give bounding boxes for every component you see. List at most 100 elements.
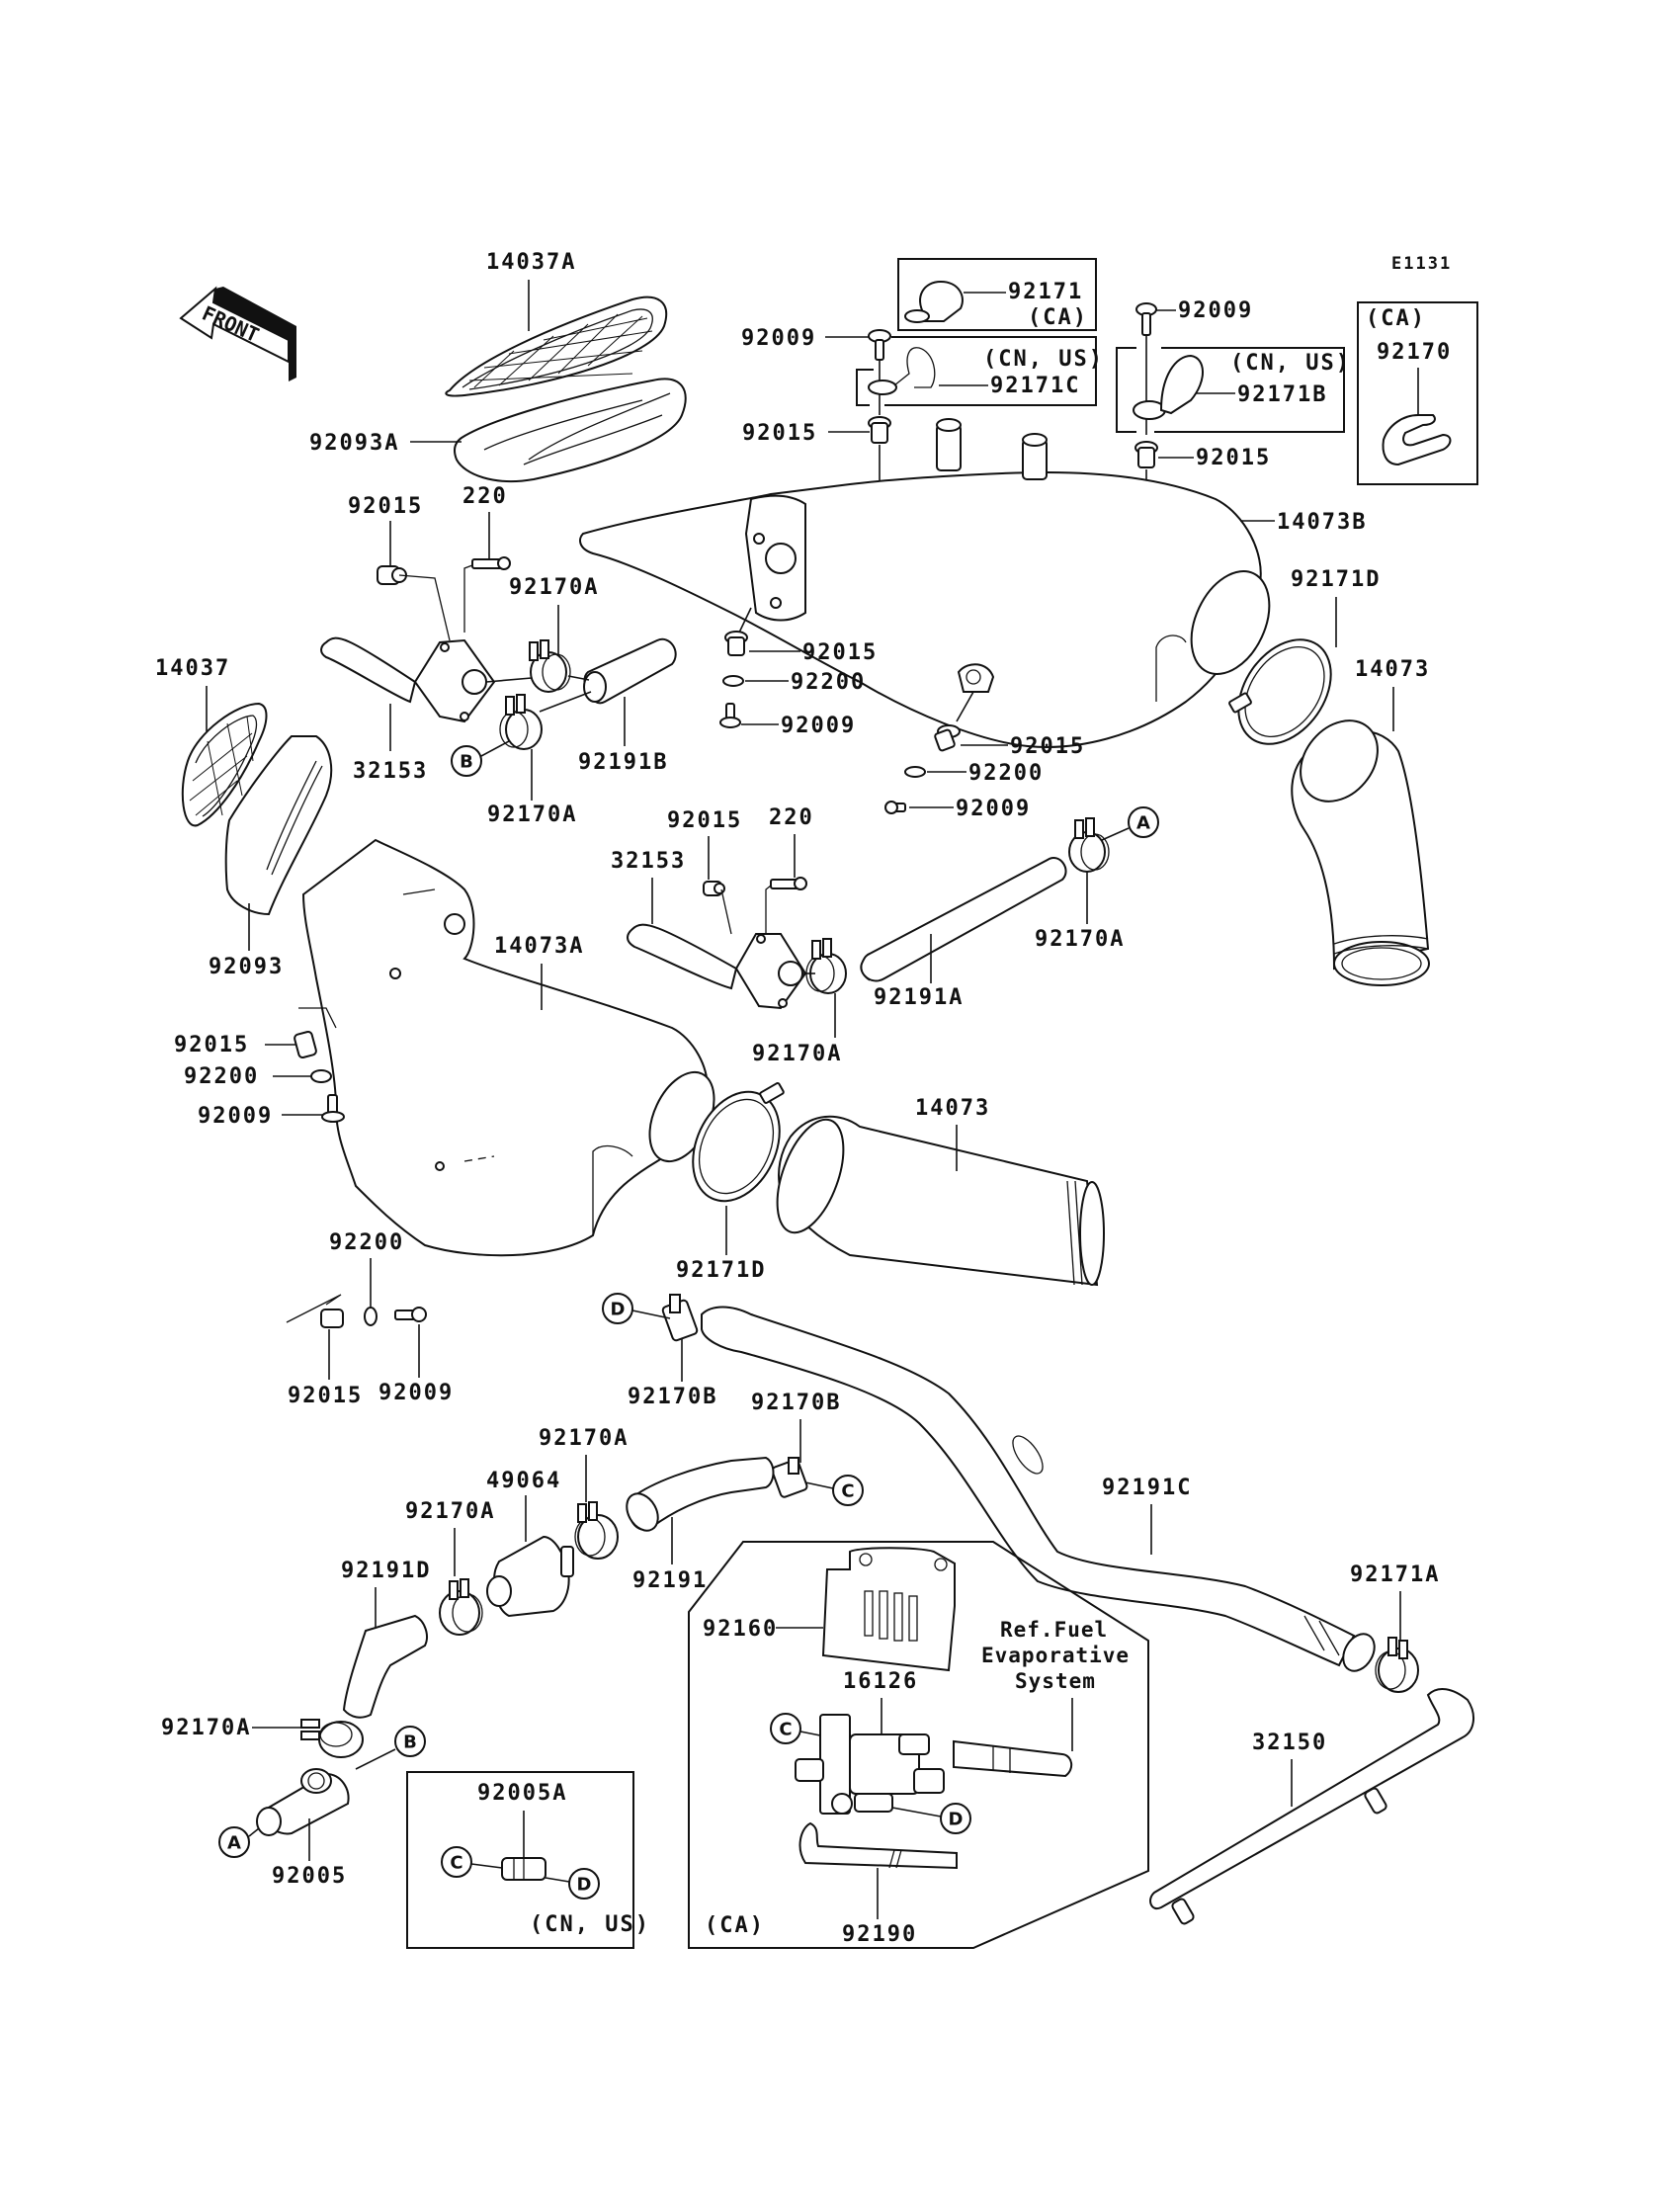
inset-92170-ca [1357,301,1478,485]
label-92171A: 92171A [1350,1563,1440,1587]
part-92009-screw-f[interactable] [884,801,906,814]
part-14037-screen[interactable] [181,702,268,827]
part-92015-grommet-b[interactable] [294,1030,317,1059]
connector-B-b: B [394,1726,426,1757]
part-32153-pipe-b[interactable] [627,923,807,1010]
part-220-bolt-a[interactable] [471,556,511,570]
part-14073A-duct[interactable] [301,838,727,1257]
part-92015-grommet-f[interactable] [724,631,748,656]
part-92009-screw-b[interactable] [394,1307,427,1322]
label-92093: 92093 [209,955,284,979]
label-92191: 92191 [632,1568,708,1593]
part-92191C-hose[interactable] [701,1306,1381,1677]
part-92170A-clamp-b[interactable] [499,694,543,750]
part-92005-joint[interactable] [256,1768,350,1836]
label-92170: 92170 [1377,340,1452,365]
label-92200-c: 92200 [791,670,866,695]
part-92015-grommet-h[interactable] [703,881,725,896]
part-14073B-duct[interactable] [579,418,1285,748]
part-92191-hose[interactable] [621,1456,775,1536]
part-92009-screw-e[interactable] [719,703,741,728]
label-92009-d: 92009 [1178,298,1253,323]
part-92093A-duct[interactable] [453,378,687,483]
part-92191A-hose[interactable] [860,857,1067,982]
part-92200-washer-a[interactable] [310,1069,332,1083]
part-92170B-clamp-b[interactable] [771,1457,808,1498]
part-92170A-clamp-e[interactable] [574,1501,619,1560]
connector-D-b: D [568,1868,600,1900]
label-14073-b: 14073 [915,1096,990,1121]
label-92170A-g: 92170A [161,1716,251,1740]
label-220-a: 220 [462,484,508,509]
part-92005A-joint[interactable] [501,1857,546,1881]
label-92015-h: 92015 [667,808,742,833]
part-49064-filter[interactable] [486,1535,574,1618]
label-49064: 49064 [486,1469,561,1493]
part-14073-tube-a[interactable] [1285,706,1430,986]
label-92170A-f: 92170A [405,1499,495,1524]
part-92170-clip[interactable] [1382,414,1452,466]
part-92170A-clamp-d[interactable] [1068,817,1110,873]
label-92171B: 92171B [1237,382,1327,407]
connector-D-a: D [602,1293,633,1324]
inset-92005A [406,1771,634,1949]
connector-A-a: A [1128,806,1159,838]
svg-text:C: C [841,1481,854,1502]
part-92015-grommet-e[interactable] [1134,441,1158,468]
svg-text:B: B [403,1732,417,1753]
part-92171D-band-a[interactable] [1219,623,1350,762]
part-92009-screw-d[interactable] [1135,302,1157,336]
region-ca-valve: (CA) [705,1913,765,1938]
part-92093-duct[interactable] [224,735,333,916]
part-ref-evap-hose [953,1739,1073,1778]
connector-B-a: B [451,745,482,777]
part-92171B-clip[interactable] [1133,354,1204,420]
part-92015-grommet-g[interactable] [934,724,961,752]
part-14073-tube-b[interactable] [764,1111,1105,1287]
part-92170A-clamp-f[interactable] [439,1578,483,1636]
part-92015-grommet-c[interactable] [320,1309,344,1328]
inset-ca-valve [688,1541,1149,1949]
label-92015-c: 92015 [288,1384,363,1408]
part-92171D-band-b[interactable] [676,1078,797,1216]
part-92170A-clamp-c[interactable] [805,938,847,994]
part-92009-screw-a[interactable] [321,1094,345,1123]
part-92200-washer-c[interactable] [722,675,744,687]
label-92200-a: 92200 [184,1064,259,1089]
part-92200-washer-b[interactable] [364,1307,378,1326]
ref-fuel-line1: Ref.Fuel [1000,1618,1108,1642]
connector-D-c: D [940,1803,971,1834]
svg-text:D: D [577,1875,592,1896]
label-92005: 92005 [272,1864,347,1889]
label-92170B-b: 92170B [751,1391,841,1415]
part-16126-valve[interactable] [795,1714,945,1815]
part-92190-hose[interactable] [798,1821,958,1870]
label-92015-f: 92015 [802,640,878,665]
region-92170: (CA) [1366,306,1426,331]
label-32153-b: 32153 [611,849,686,874]
part-92191B-hose[interactable] [583,637,677,705]
part-92170A-clamp-a[interactable] [529,639,571,693]
part-92171C-clip[interactable] [868,347,936,395]
part-92171A-clamp[interactable] [1375,1637,1419,1693]
label-92200-b: 92200 [329,1230,404,1255]
label-92170A-d: 92170A [1035,927,1125,952]
part-92160-bracket[interactable] [821,1547,956,1672]
part-92015-grommet-d[interactable] [868,416,891,444]
part-32153-pipe-a[interactable] [320,636,496,723]
label-14037A: 14037A [486,250,576,275]
part-32150-pipe[interactable] [1149,1688,1474,1925]
part-92015-grommet-a[interactable] [377,565,407,585]
label-32150: 32150 [1252,1731,1327,1755]
part-92009-screw-c[interactable] [868,329,891,361]
part-92200-washer-d[interactable] [904,766,926,778]
label-92191A: 92191A [874,985,964,1010]
part-220-bolt-b[interactable] [770,877,807,890]
connector-C-a: C [832,1475,864,1506]
label-92015-b: 92015 [174,1033,249,1057]
part-92171-clip[interactable] [904,280,964,323]
part-92170A-clamp-g[interactable] [300,1719,364,1758]
part-14037A-screen[interactable] [445,296,668,397]
part-92170B-clamp-a[interactable] [661,1294,699,1342]
part-92191D-hose[interactable] [342,1614,428,1719]
